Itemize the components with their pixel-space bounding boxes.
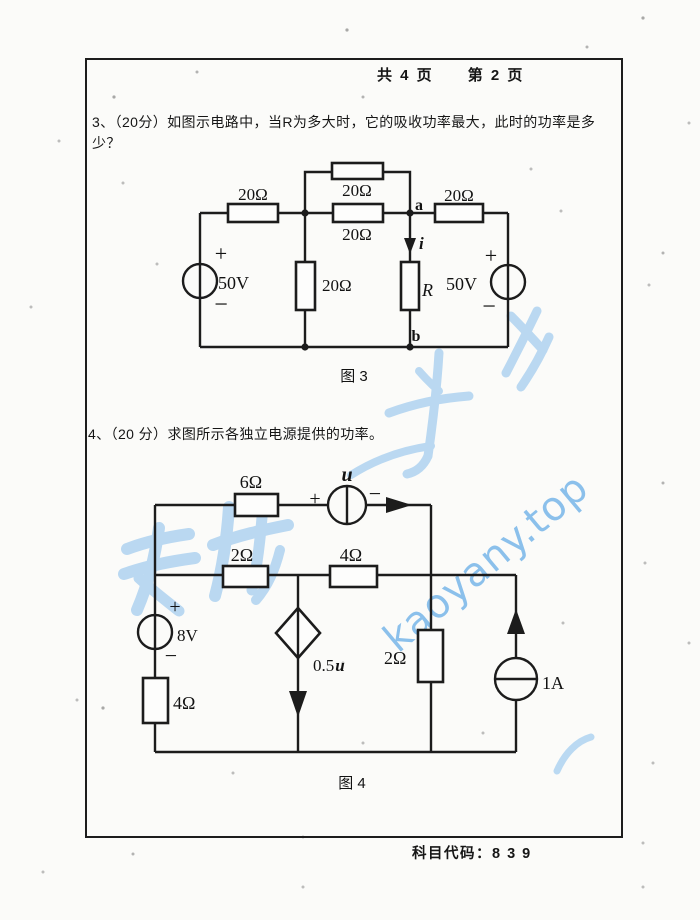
figure4-circuit: u + − 6Ω 2Ω 4Ω + 8V − 4Ω 0.5u 2Ω 1A 图 4	[136, 464, 564, 792]
figure3-caption: 图 3	[340, 368, 368, 385]
page-header: 共 4 页 第 2 页	[377, 64, 597, 85]
resistor-label: 6Ω	[240, 472, 262, 492]
source-label: 50V	[446, 274, 477, 294]
watermark-stroke	[131, 522, 165, 616]
watermark-stroke	[415, 367, 443, 395]
watermark-stroke	[251, 545, 285, 605]
resistor-box-top-left	[226, 202, 280, 224]
voltage-source-right	[489, 263, 527, 301]
figure3-circuit: 20Ω 20Ω 20Ω 20Ω 20Ω 50V 50V + − + − a b …	[181, 161, 527, 385]
watermark-stroke	[501, 306, 542, 378]
resistor-box-2ohm-series	[221, 564, 270, 589]
dependent-source-label: 0.5u	[313, 656, 345, 675]
polarity-minus: −	[214, 292, 228, 318]
current-page-label: 第 2 页	[467, 67, 525, 84]
source-label: 8V	[177, 626, 199, 645]
resistor-box-parallel-top	[330, 161, 385, 181]
total-pages-label: 共 4 页	[377, 67, 434, 84]
watermark-stroke	[118, 552, 201, 580]
dependent-var: u	[335, 656, 344, 675]
current-arrow-i	[404, 238, 416, 254]
source-label: 1A	[542, 673, 564, 693]
polarity-minus: −	[165, 643, 177, 668]
resistor-label: 20Ω	[342, 225, 372, 244]
resistor-label: 20Ω	[444, 186, 474, 205]
voltage-source-left	[181, 262, 219, 300]
junction-dot	[406, 343, 414, 351]
polarity-plus: +	[309, 488, 320, 510]
junction-dot	[406, 209, 414, 217]
watermark-strokes	[118, 306, 595, 775]
dependent-current-arrow-down	[289, 691, 307, 717]
resistor-box-parallel-mid	[331, 202, 385, 224]
resistor-label: 4Ω	[173, 693, 195, 713]
branch-arrow-right	[386, 497, 412, 513]
watermark-stroke	[347, 442, 435, 479]
resistor-label: 20Ω	[342, 181, 372, 200]
question-4-text: 4、（20 分）求图所示各独立电源提供的功率。	[88, 426, 384, 442]
watermark-stroke	[209, 501, 235, 602]
voltage-source-u	[326, 484, 368, 526]
dependent-coeff: 0.5	[313, 656, 334, 675]
node-label-b: b	[412, 328, 421, 345]
resistor-box-4ohm-left	[141, 676, 170, 725]
resistor-box-right	[433, 202, 485, 224]
polarity-minus: −	[482, 294, 496, 320]
u-label: u	[341, 464, 352, 486]
resistor-box-shunt	[294, 260, 317, 312]
source-current-arrow-up	[507, 609, 525, 634]
resistor-label: 2Ω	[384, 648, 406, 668]
polarity-plus: +	[215, 241, 227, 266]
resistor-box-6ohm	[233, 492, 280, 518]
watermark-stroke	[133, 572, 185, 617]
watermark-stroke	[384, 391, 474, 418]
source-label: 50V	[218, 273, 249, 293]
polarity-minus: −	[369, 481, 381, 506]
junction-dot	[301, 343, 309, 351]
resistor-label: 20Ω	[238, 185, 268, 204]
subject-code: 科目代码：8 3 9	[412, 846, 532, 862]
node-label-a: a	[415, 197, 423, 214]
polarity-plus: +	[485, 243, 497, 268]
figure4-caption: 图 4	[338, 775, 366, 792]
resistor-box-load-R	[399, 260, 421, 312]
junction-dot	[301, 209, 309, 217]
polarity-plus: +	[169, 596, 180, 618]
current-source-1a	[493, 656, 539, 702]
resistor-label: 20Ω	[322, 276, 352, 295]
question-3-text: 3、（20分）如图示电路中，当R为多大时，它的吸收功率最大，此时的功率是多少？	[92, 114, 596, 151]
page-border	[85, 58, 623, 838]
resistor-box-2ohm-shunt	[416, 628, 445, 684]
watermark-stroke	[402, 451, 433, 479]
resistor-label: 4Ω	[340, 545, 362, 565]
watermark-site-text: kaoyany.top	[375, 464, 598, 661]
watermark-stroke	[553, 733, 595, 775]
resistor-box-4ohm-series	[328, 564, 379, 589]
current-label-i: i	[419, 234, 424, 253]
voltage-source-8v	[136, 613, 174, 651]
watermark-stroke	[516, 332, 554, 392]
load-label-R: R	[421, 280, 433, 300]
resistor-label: 2Ω	[231, 545, 253, 565]
